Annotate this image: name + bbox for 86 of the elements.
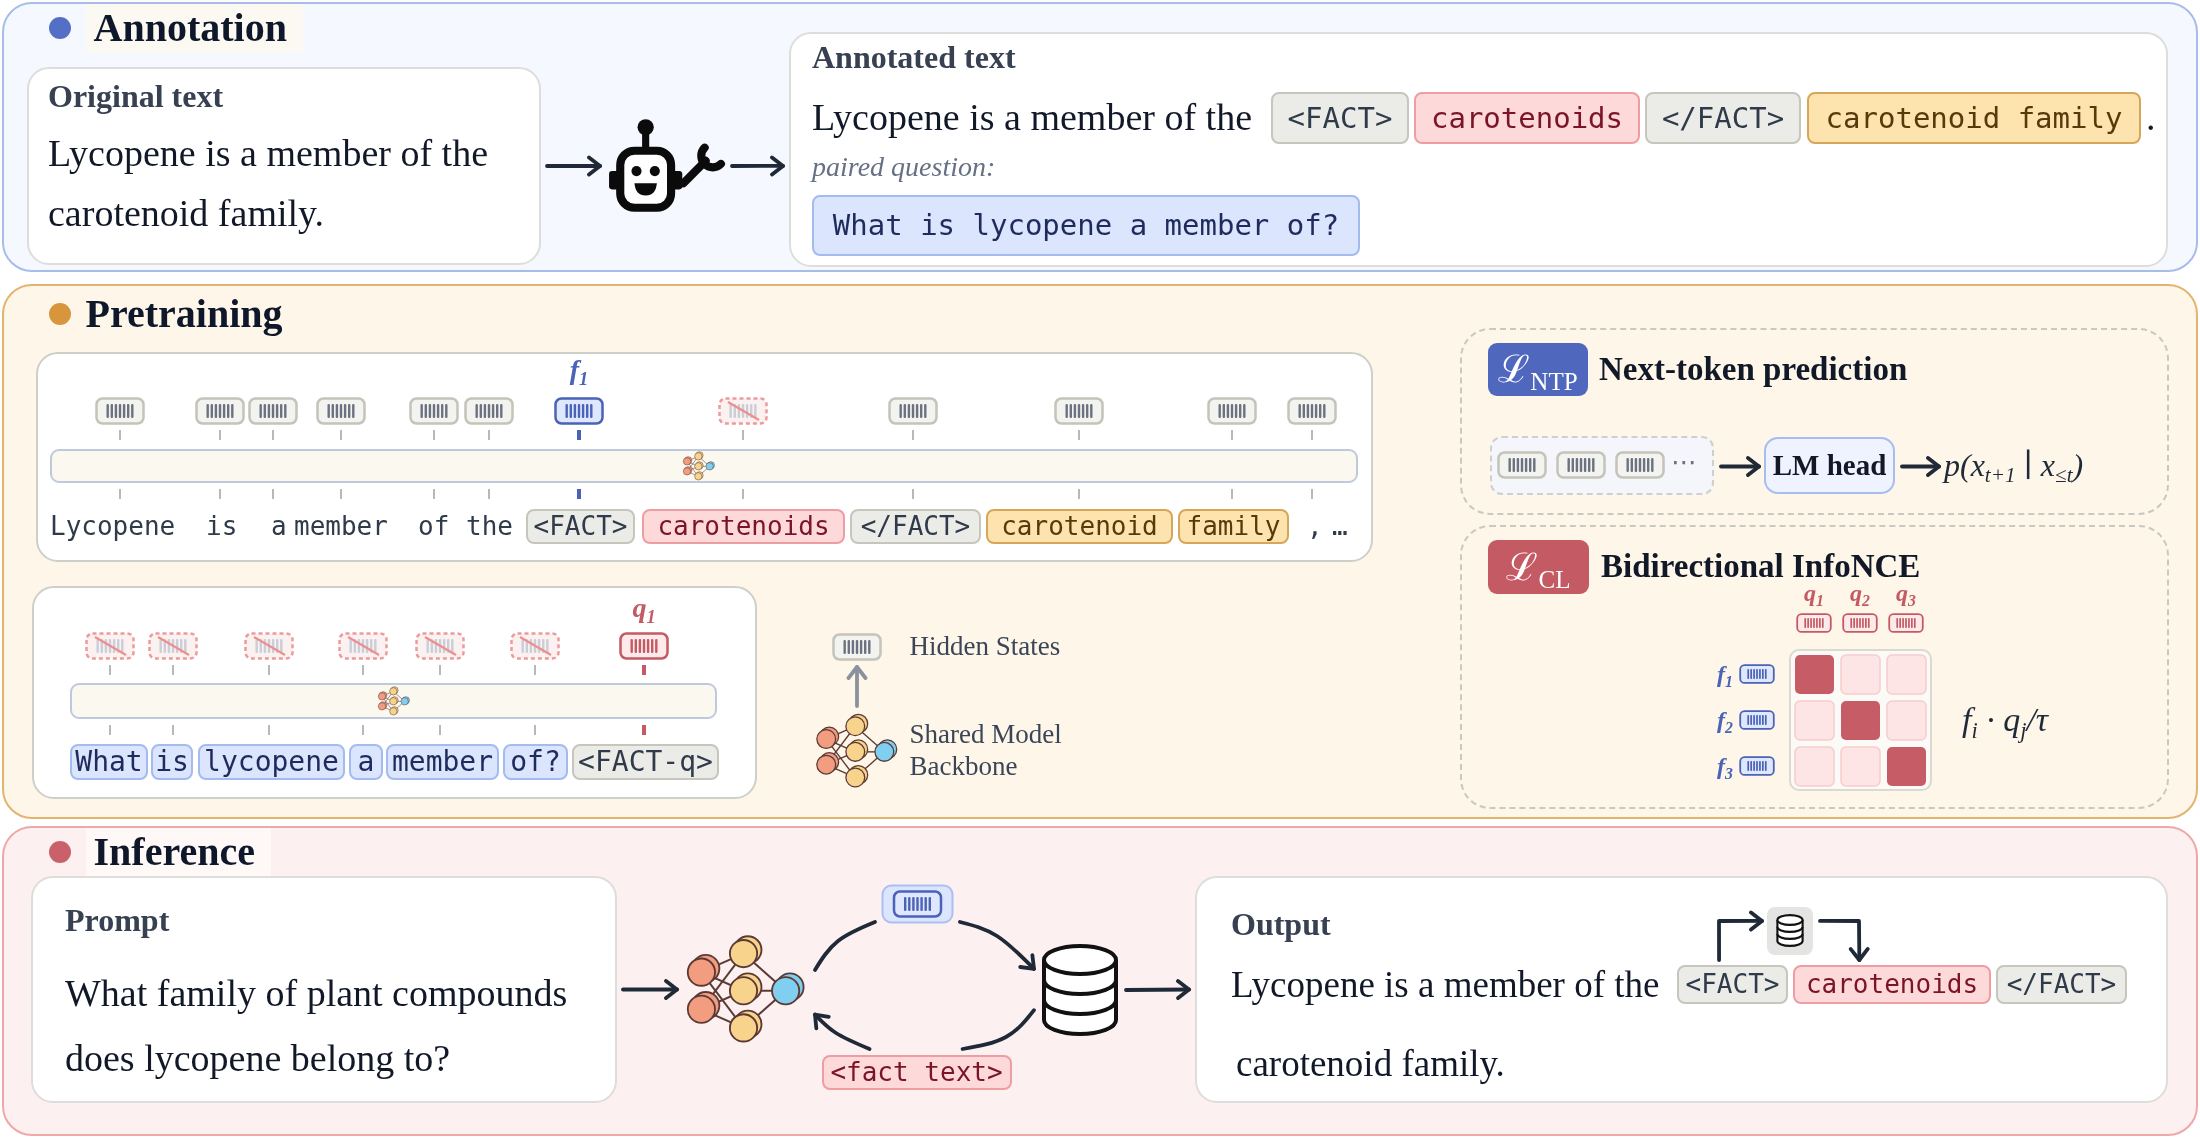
loss-symbol: ℒ$_{NTP}$ [1488,343,1588,396]
loss-symbol: ℒ$_{CL}$ [1488,540,1589,594]
token-text: of [418,510,450,542]
question-token: lycopene [198,744,345,780]
ellipsis: ⋯ [1671,447,1697,477]
arrow [1719,456,1761,477]
hidden-state-icon [880,883,954,924]
fact-text-tag: <fact text> [821,1054,1012,1090]
hidden-state-group [1490,436,1714,495]
vector-label: f$_{2}$ [1717,706,1733,734]
caption-text: paired question: [812,150,996,184]
vector-label: f$_{1}$ [569,353,589,387]
token-text: , [1307,510,1323,542]
sequence-panel [31,585,757,799]
body-text: What family of plant compounds does lycopene belong to? [65,971,569,1081]
section-heading: Annotation [85,3,303,52]
database-icon [1039,941,1120,1038]
legend-text: Shared Model Backbone [909,717,1063,782]
arrow [846,665,868,708]
connector-line [813,920,877,972]
vector-label: f$_{3}$ [1717,752,1733,780]
arrow [621,979,679,1000]
body-text: Lycopene is a member of the [1231,963,1660,1007]
loss-panel [1459,524,2169,809]
card-heading: Original text [48,77,224,115]
body-text: Lycopene is a member of the [812,95,1252,140]
section-panel [2,2,2198,272]
section-heading: Pretraining [85,289,283,338]
card-heading: Output [1231,905,1331,943]
arrow [958,920,1036,971]
arrow [1124,979,1191,1000]
formula: p(x$_{t+1}$ ∣ x$_{≤t}$) [1944,443,2134,488]
fact-tag-token: <FACT> [526,509,635,544]
card-heading: Annotated text [812,38,1016,76]
body-text: carotenoid family. [1236,1042,1505,1086]
fact-tag-token: <FACT> [1677,965,1788,1004]
token-text: a [271,510,287,542]
text-card [788,31,2168,267]
fact-tag-token: <FACT-q> [572,744,719,780]
question-token: a [349,744,383,780]
text-card [26,66,541,265]
question-token: What [70,744,148,780]
fact-tag-token: </FACT> [850,509,981,544]
fact-token: carotenoids [1793,965,1991,1004]
question-token: of? [503,744,568,780]
token-text: the [466,510,513,542]
arrow [1818,919,1870,962]
token-text: member [294,510,388,542]
body-text: . [2146,95,2156,140]
fact-token: carotenoids [1414,92,1640,144]
token-text: is [206,510,238,542]
vector-label: f$_{1}$ [1717,660,1733,688]
token-text: … [1332,510,1348,542]
answer-token: carotenoid family [1807,92,2141,144]
fact-token: carotenoids [642,509,845,544]
connector-line [960,1008,1036,1051]
vector-label: q$_{1}$ [632,591,656,625]
card-heading: Prompt [65,901,170,939]
question-token: member [386,744,499,780]
arrow [1900,456,1941,477]
hidden-state-icon [831,632,882,661]
section-panel [2,826,2198,1136]
lm-head-block: LM head [1764,437,1895,494]
database-icon [1767,907,1813,955]
text-card [1194,875,2168,1103]
fact-tag-token: <FACT> [1271,92,1409,144]
text-card [30,875,617,1103]
section-heading: Inference [85,827,271,876]
fact-tag-token: </FACT> [1996,965,2127,1004]
arrow [545,155,602,177]
body-text: Lycopene is a member of the carotenoid family. [48,131,489,236]
loss-panel [1459,327,2169,515]
question-token: is [151,744,193,780]
arrow [1717,910,1764,962]
arrow [813,1012,872,1051]
fact-tag-token: </FACT> [1645,92,1801,144]
token-text: Lycopene [50,510,176,542]
answer-token: family [1178,509,1289,544]
loss-title: Next-token prediction [1599,350,1908,389]
neural-network-icon [815,711,898,790]
legend-text: Hidden States [909,629,1061,662]
paired-question: What is lycopene a member of? [812,195,1360,256]
section-panel [2,284,2198,819]
sequence-panel [35,351,1373,562]
answer-token: carotenoid [986,509,1173,544]
arrow [730,155,785,177]
